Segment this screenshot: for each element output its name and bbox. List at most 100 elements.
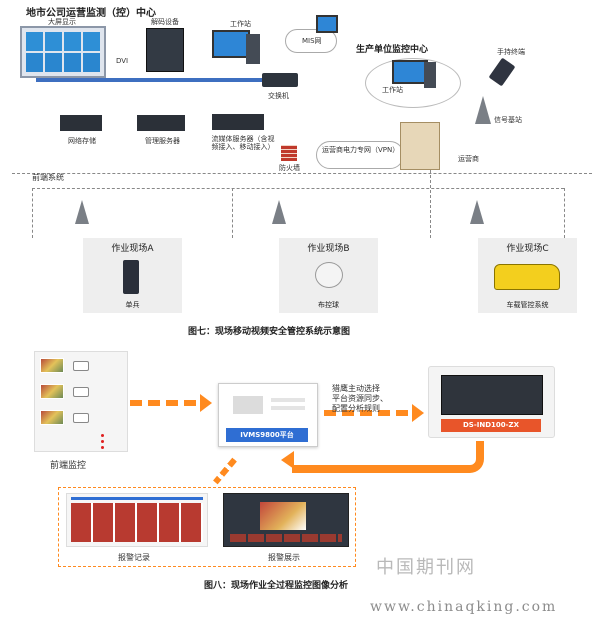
- front-tree-drop-c: [430, 170, 431, 238]
- camera-thumb-3: [40, 410, 64, 425]
- more-dot-2: [101, 440, 104, 443]
- front-tree-drop-d: [564, 188, 565, 238]
- alarm-frame: [58, 487, 356, 567]
- firewall-icon: [281, 145, 297, 161]
- arrow-head-platform-device: [412, 404, 424, 422]
- arrow-head-device-platform: [281, 451, 294, 469]
- tower-icon-c: [470, 200, 484, 224]
- front-monitor-panel: [34, 351, 128, 452]
- front-system-label: 前端系统: [32, 173, 64, 182]
- operator-server-icon: [400, 122, 440, 170]
- vehicle-icon: [494, 264, 560, 290]
- alarm-record-panel: [66, 493, 208, 547]
- workstation-label: 工作站: [230, 20, 251, 28]
- site-b: 作业现场B 布控球: [279, 238, 378, 313]
- front-tree-drop-b: [232, 188, 233, 238]
- front-monitor-label: 前端监控: [50, 461, 87, 471]
- device-label-box: DS-IND100-ZX: [441, 419, 541, 432]
- platform-field-1: [271, 398, 305, 402]
- watermark-url: www.chinaqking.com: [370, 599, 558, 615]
- mgmt-server-icon: [137, 115, 185, 131]
- dvi-label: DVI: [116, 57, 129, 65]
- vpn-label: 运营商电力专网（VPN）: [322, 146, 400, 154]
- arrow-text-1: 猎鹰主动选择: [332, 384, 380, 393]
- site-a-title: 作业现场A: [111, 244, 154, 254]
- site-b-device: 布控球: [318, 301, 339, 309]
- camera-icon-3: [73, 413, 89, 423]
- alarm-display-image: [260, 502, 306, 530]
- front-tree-line: [32, 188, 564, 189]
- firewall-label: 防火墙: [279, 164, 300, 172]
- device-chassis-icon: [441, 375, 543, 415]
- handheld-label: 手持终端: [497, 48, 525, 56]
- mis-label: MIS网: [302, 37, 322, 45]
- tower-icon-a: [75, 200, 89, 224]
- site-a: 作业现场A 单兵: [83, 238, 182, 313]
- more-dot-3: [101, 446, 104, 449]
- more-dot-1: [101, 434, 104, 437]
- device-label: DS-IND100-ZX: [462, 421, 520, 429]
- platform-label: IVMS9800平台: [240, 431, 294, 439]
- arrow-front-to-platform: [130, 400, 202, 406]
- site-b-title: 作业现场B: [307, 244, 350, 254]
- site-a-device: 单兵: [125, 301, 140, 309]
- arrow-platform-to-device: [324, 410, 414, 416]
- stream-server-label: 流媒体服务器（含视频接入、移动接入）: [211, 135, 275, 151]
- camera-thumb-1: [40, 358, 64, 373]
- site-c-device: 车载管控系统: [506, 301, 549, 309]
- figure-8-caption: 图八：现场作业全过程监控图像分析: [204, 581, 349, 591]
- base-station-label: 信号基站: [494, 116, 522, 124]
- prod-workstation-tower: [424, 62, 436, 88]
- camera-icon-2: [73, 387, 89, 397]
- mis-cloud-icon: [285, 29, 337, 53]
- platform-field-2: [271, 406, 305, 410]
- network-storage-label: 网络存储: [68, 137, 96, 145]
- prod-center-title: 生产单位监控中心: [356, 45, 429, 55]
- soldier-device-icon: [123, 260, 139, 294]
- alarm-record-label: 报警记录: [118, 553, 150, 562]
- decoder-label: 解码设备: [151, 18, 179, 26]
- alarm-display-label: 报警展示: [268, 553, 300, 562]
- operator-label: 运营商: [458, 155, 479, 163]
- arrow-head-front-platform: [200, 394, 212, 412]
- front-tree-drop-a: [32, 188, 33, 238]
- site-c: 作业现场C 车载管控系统: [478, 238, 577, 313]
- network-bus: [36, 78, 286, 82]
- platform-screen-img: [233, 396, 263, 414]
- camera-icon-1: [73, 361, 89, 371]
- base-station-icon: [475, 96, 491, 124]
- center-title: 地市公司运营监测（控）中心: [26, 8, 156, 19]
- device-panel: DS-IND100-ZX: [428, 366, 555, 438]
- switch-icon: [262, 73, 298, 87]
- prod-center-ellipse: [365, 58, 461, 108]
- arrow-text-2: 平台资源同步、: [332, 394, 388, 403]
- big-screen-icon: [20, 26, 106, 78]
- arrow-device-to-platform: [292, 441, 484, 473]
- site-c-title: 作业现场C: [506, 244, 549, 254]
- front-system-divider: [12, 173, 592, 174]
- prod-workstation-label: 工作站: [382, 86, 403, 94]
- stream-server-icon: [212, 114, 264, 130]
- platform-label-box: IVMS9800平台: [226, 428, 308, 442]
- vpn-cloud-icon: [316, 141, 404, 169]
- figure-7-caption: 图七：现场移动视频安全管控系统示意图: [188, 327, 351, 337]
- big-screen-label: 大屏显示: [48, 18, 76, 26]
- decoder-icon: [146, 28, 184, 72]
- mgmt-server-label: 管理服务器: [145, 137, 180, 145]
- workstation-icon: [212, 30, 250, 58]
- alarm-record-header: [71, 497, 203, 500]
- alarm-display-strip: [230, 534, 342, 542]
- mis-monitor-icon: [316, 15, 338, 33]
- watermark-cn: 中国期刊网: [376, 557, 476, 578]
- arrow-text-3: 配置分析规则: [332, 404, 380, 413]
- arrow-platform-to-alarm: [213, 457, 237, 485]
- alarm-display-panel: [223, 493, 349, 547]
- workstation-tower: [246, 34, 260, 64]
- camera-thumb-2: [40, 384, 64, 399]
- prod-workstation-icon: [392, 60, 428, 84]
- ball-camera-icon: [315, 262, 343, 288]
- tower-icon-b: [272, 200, 286, 224]
- network-storage-icon: [60, 115, 102, 131]
- handheld-icon: [488, 57, 516, 87]
- alarm-record-grid: [71, 503, 203, 542]
